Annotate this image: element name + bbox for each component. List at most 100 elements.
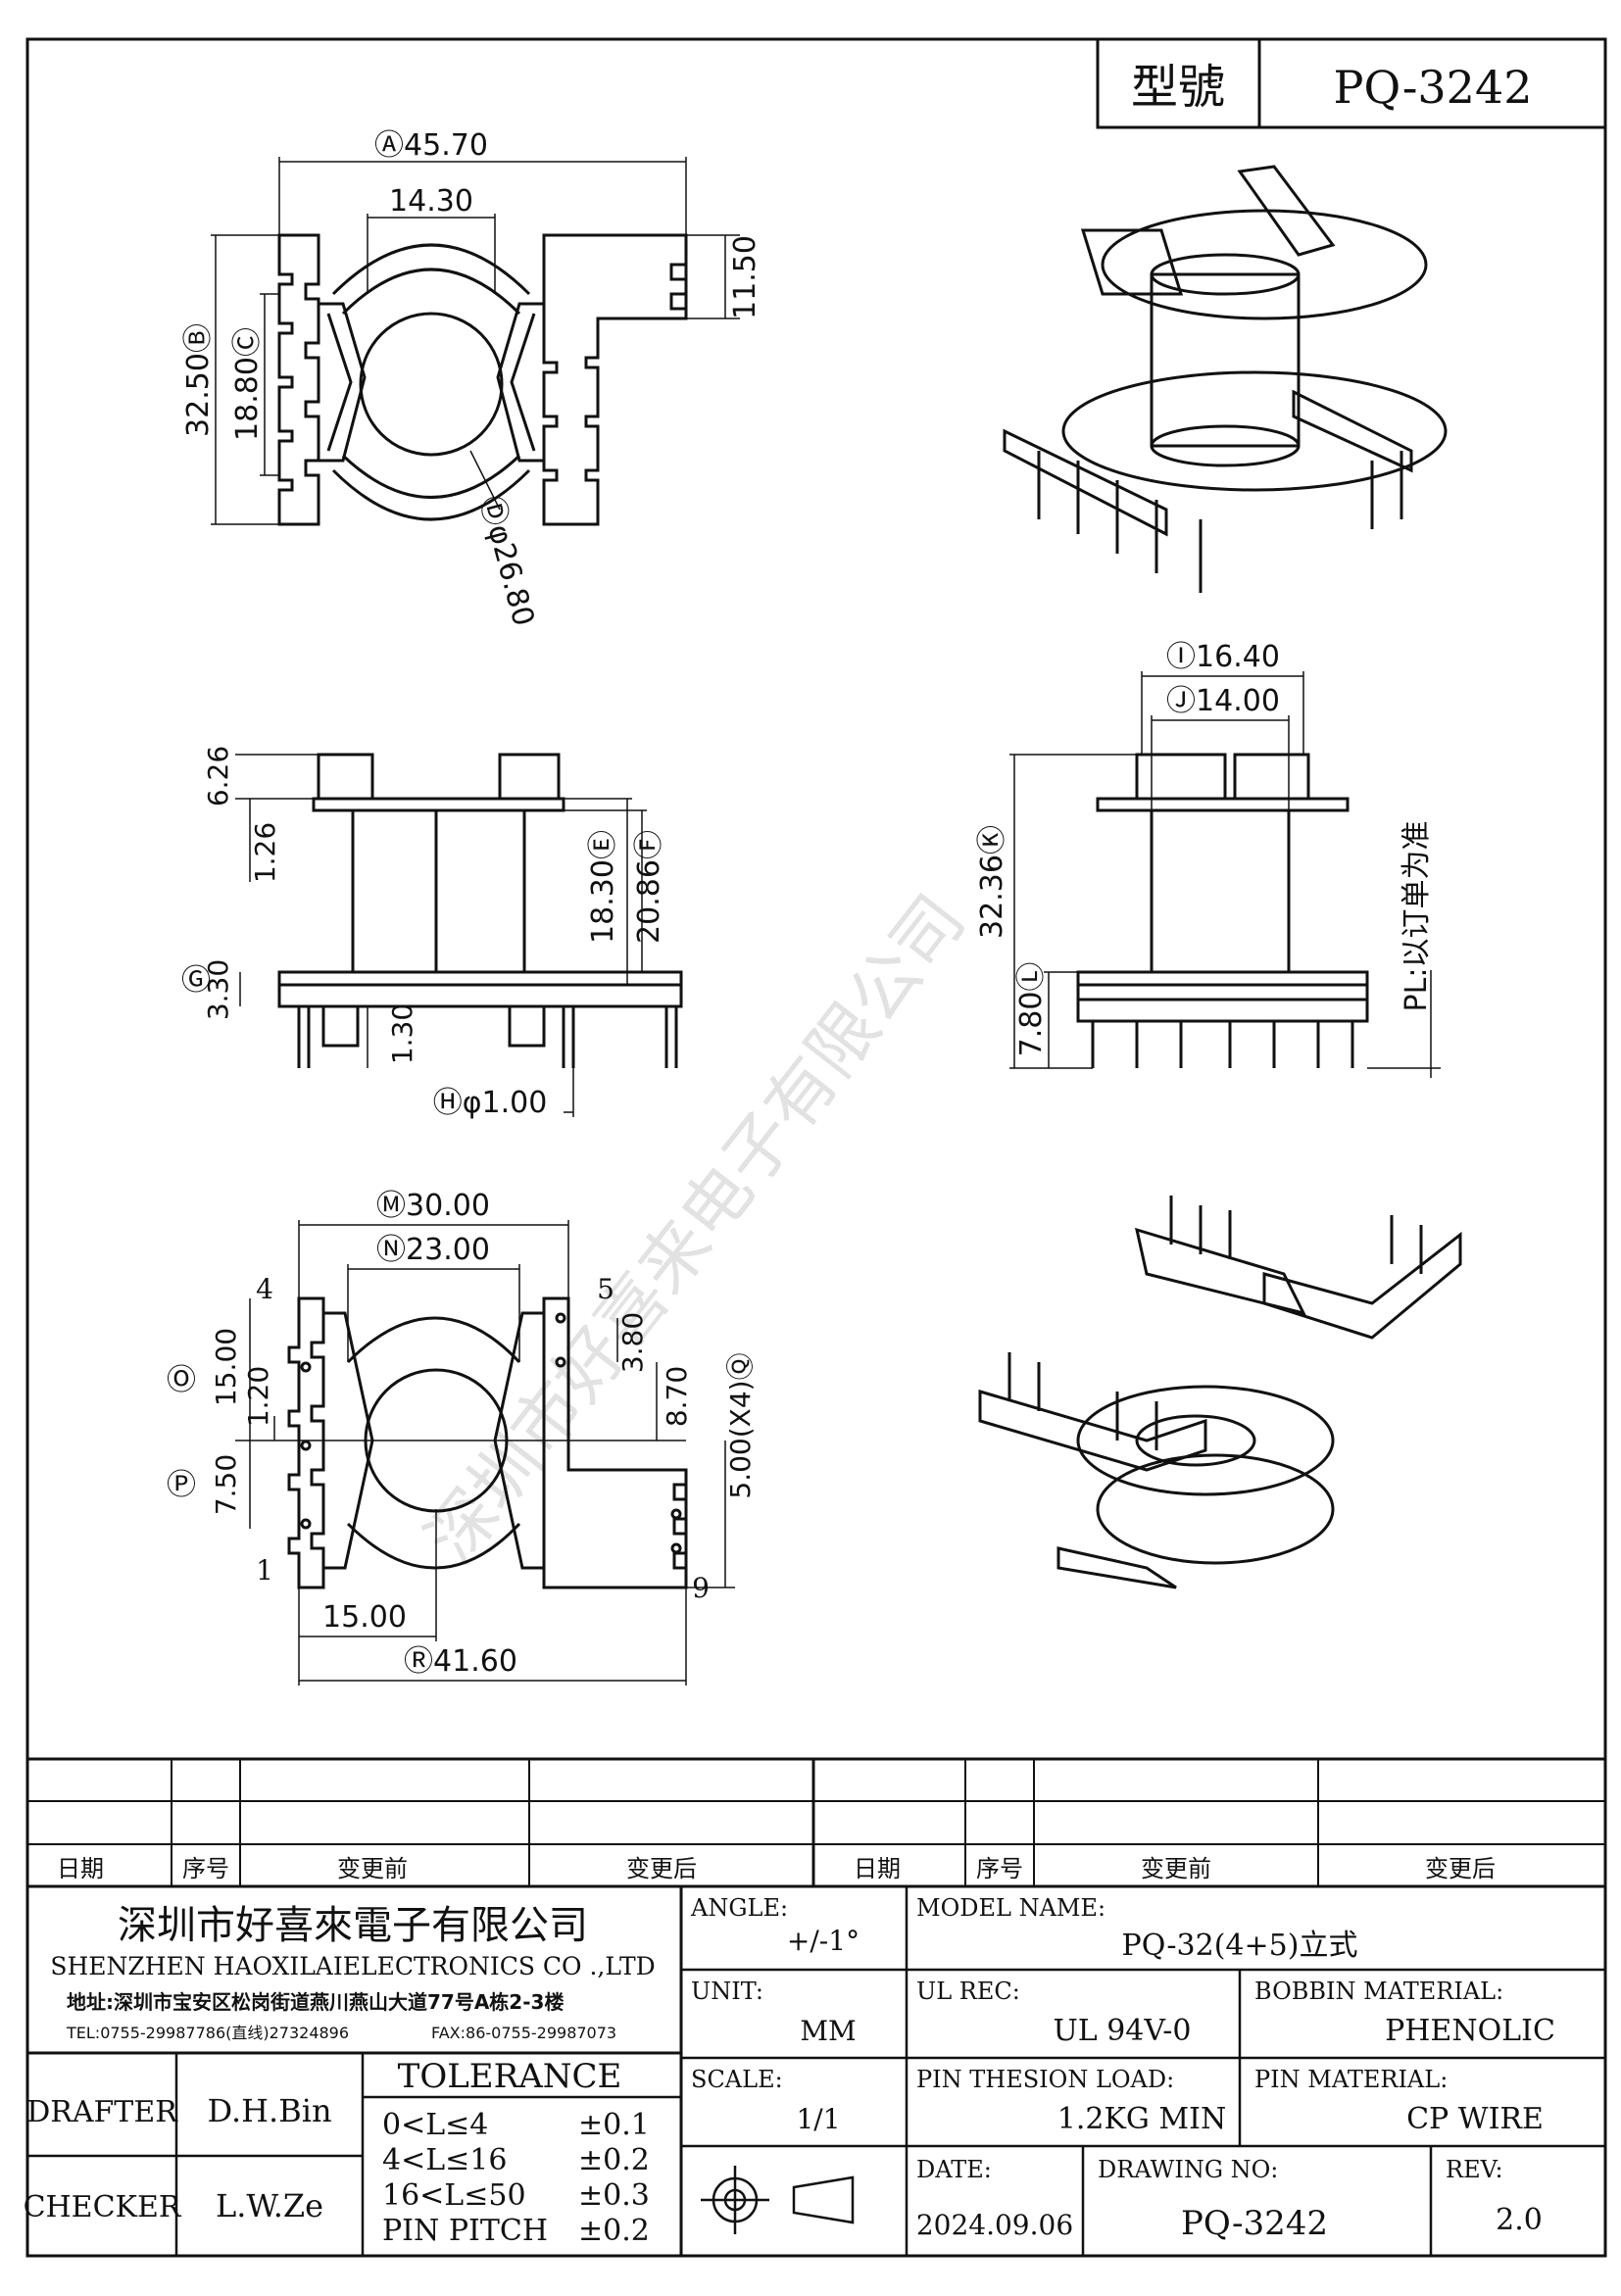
drafter-value: D.H.Bin — [207, 2092, 331, 2129]
sheet-border — [25, 37, 1607, 2258]
pin-label-1: 1 — [256, 1554, 273, 1587]
side-view — [277, 753, 683, 1068]
dim-6-26-label: 6.26 — [202, 746, 234, 806]
angle-label: ANGLE: — [690, 1894, 788, 1922]
drawing-no-label: DRAWING NO: — [1098, 2156, 1278, 2183]
checker-label: CHECKER — [24, 2190, 182, 2224]
rev-header-after-2: 变更后 — [1425, 1855, 1496, 1882]
company-name-cn: 深圳市好喜來電子有限公司 — [118, 1903, 588, 1948]
dim-d-label: Ⓓφ26.80 — [473, 492, 541, 629]
pin-material-value: CP WIRE — [1406, 2102, 1544, 2136]
company-address: 地址:深圳市宝安区松岗街道燕川燕山大道77号A栋2-3楼 — [67, 1990, 564, 2014]
scale-label: SCALE: — [691, 2066, 783, 2093]
pin-label-5: 5 — [597, 1273, 614, 1305]
isometric-view-top — [1003, 165, 1448, 593]
front-view — [1076, 753, 1369, 1068]
dim-n-label: Ⓝ23.00 — [376, 1233, 490, 1267]
pin-load-value: 1.2KG MIN — [1057, 2102, 1226, 2136]
dim-14-30-label: 14.30 — [389, 184, 473, 219]
tolerance-title: TOLERANCE — [398, 2057, 622, 2096]
dim-r-label: Ⓡ41.60 — [404, 1644, 517, 1679]
dim-o-mark: Ⓞ — [167, 1363, 196, 1397]
dim-p-mark: Ⓟ — [167, 1468, 196, 1502]
unit-label: UNIT: — [691, 1978, 763, 2005]
tolerance-value-2: ±0.2 — [578, 2143, 650, 2177]
dim-1-26-label: 1.26 — [249, 822, 281, 883]
checker-value: L.W.Ze — [216, 2187, 323, 2224]
dim-8-70-label: 8.70 — [661, 1366, 693, 1427]
tolerance-range-2: 4<L≤16 — [382, 2143, 507, 2177]
model-box-value: PQ-3242 — [1334, 61, 1533, 114]
company-fax: FAX:86-0755-29987073 — [431, 2024, 616, 2042]
tolerance-value-3: ±0.3 — [578, 2178, 650, 2213]
dim-11-50-label: 11.50 — [728, 235, 762, 319]
dim-i-label: Ⓘ16.40 — [1166, 640, 1280, 674]
dim-l-label: 7.80Ⓛ — [1014, 962, 1049, 1057]
dim-a-label: Ⓐ45.70 — [374, 128, 488, 163]
front-view-dims — [1009, 671, 1441, 1078]
drawing-no-value: PQ-3242 — [1181, 2204, 1328, 2243]
dim-f-label: 20.86Ⓕ — [632, 830, 666, 944]
dim-c-label: 18.80Ⓒ — [230, 327, 265, 441]
rev-header-no-1: 序号 — [182, 1855, 229, 1882]
dim-e-label: 18.30Ⓔ — [586, 830, 620, 944]
model-name-value: PQ-32(4+5)立式 — [1122, 1929, 1358, 1963]
isometric-view-bottom — [978, 1196, 1462, 1589]
dim-15-00-bottom-label: 15.00 — [322, 1600, 407, 1635]
bottom-view — [287, 1296, 688, 1589]
rev-header-date-1: 日期 — [57, 1855, 104, 1882]
rev-label: REV: — [1446, 2156, 1503, 2183]
dim-p-label: 7.50 — [210, 1454, 242, 1515]
dim-3-80-label: 3.80 — [616, 1312, 649, 1373]
dim-h-label: Ⓗφ1.00 — [433, 1086, 548, 1120]
model-name-label: MODEL NAME: — [916, 1894, 1105, 1922]
rev-header-date-2: 日期 — [854, 1855, 901, 1882]
dim-m-label: Ⓜ30.00 — [376, 1189, 490, 1223]
dim-g-mark: Ⓖ — [181, 963, 211, 998]
projection-symbol-icon — [701, 2166, 855, 2234]
ul-rec-value: UL 94V-0 — [1053, 2014, 1191, 2048]
drafter-label: DRAFTER — [26, 2095, 178, 2129]
ul-rec-label: UL REC: — [916, 1978, 1020, 2005]
revision-table — [27, 1757, 1605, 1888]
bobbin-material-label: BOBBIN MATERIAL: — [1254, 1978, 1503, 2005]
title-block-grid — [27, 1886, 1605, 2256]
pin-material-label: PIN MATERIAL: — [1254, 2066, 1448, 2093]
pin-load-label: PIN THESION LOAD: — [916, 2066, 1174, 2093]
pin-label-9: 9 — [692, 1572, 710, 1604]
pin-label-4: 4 — [256, 1273, 273, 1305]
company-name-en: SHENZHEN HAOXILAIELECTRONICS CO .,LTD — [50, 1952, 655, 1980]
tolerance-range-3: 16<L≤50 — [382, 2178, 526, 2213]
bobbin-material-value: PHENOLIC — [1385, 2014, 1555, 2048]
model-box: 型號 PQ-3242 — [1096, 37, 1607, 129]
model-box-label: 型號 — [1131, 60, 1225, 115]
date-label: DATE: — [916, 2156, 992, 2183]
dim-j-label: Ⓙ14.00 — [1166, 684, 1280, 718]
dim-g-label: 3.30 — [202, 959, 234, 1020]
tolerance-value-4: ±0.2 — [578, 2214, 650, 2248]
dim-1-30-label: 1.30 — [386, 1003, 418, 1064]
rev-header-no-2: 序号 — [976, 1855, 1023, 1882]
dim-k-label: 32.36Ⓚ — [975, 825, 1009, 939]
rev-header-before-1: 变更前 — [337, 1855, 408, 1882]
scale-value: 1/1 — [796, 2103, 840, 2135]
top-view-dims — [211, 157, 740, 525]
angle-value: +/-1° — [787, 1925, 860, 1957]
tolerance-range-4: PIN PITCH — [382, 2214, 548, 2248]
tolerance-range-1: 0<L≤4 — [382, 2108, 488, 2142]
company-tel: TEL:0755-29987786(直线)27324896 — [66, 2024, 349, 2042]
tolerance-value-1: ±0.1 — [578, 2108, 650, 2142]
date-value: 2024.09.06 — [916, 2209, 1073, 2241]
top-view — [277, 233, 688, 526]
rev-value: 2.0 — [1496, 2203, 1543, 2237]
dim-b-label: 32.50Ⓑ — [181, 323, 216, 437]
dim-1-20-label: 1.20 — [242, 1366, 274, 1427]
side-view-dims — [235, 754, 647, 1117]
bottom-view-dims — [235, 1220, 735, 1685]
pl-note: PL:以订单为准 — [1400, 821, 1434, 1012]
rev-header-after-1: 变更后 — [626, 1855, 697, 1882]
unit-value: MM — [800, 2015, 856, 2047]
rev-header-before-2: 变更前 — [1141, 1855, 1211, 1882]
dim-q-label: 5.00(X4)Ⓠ — [724, 1352, 757, 1498]
